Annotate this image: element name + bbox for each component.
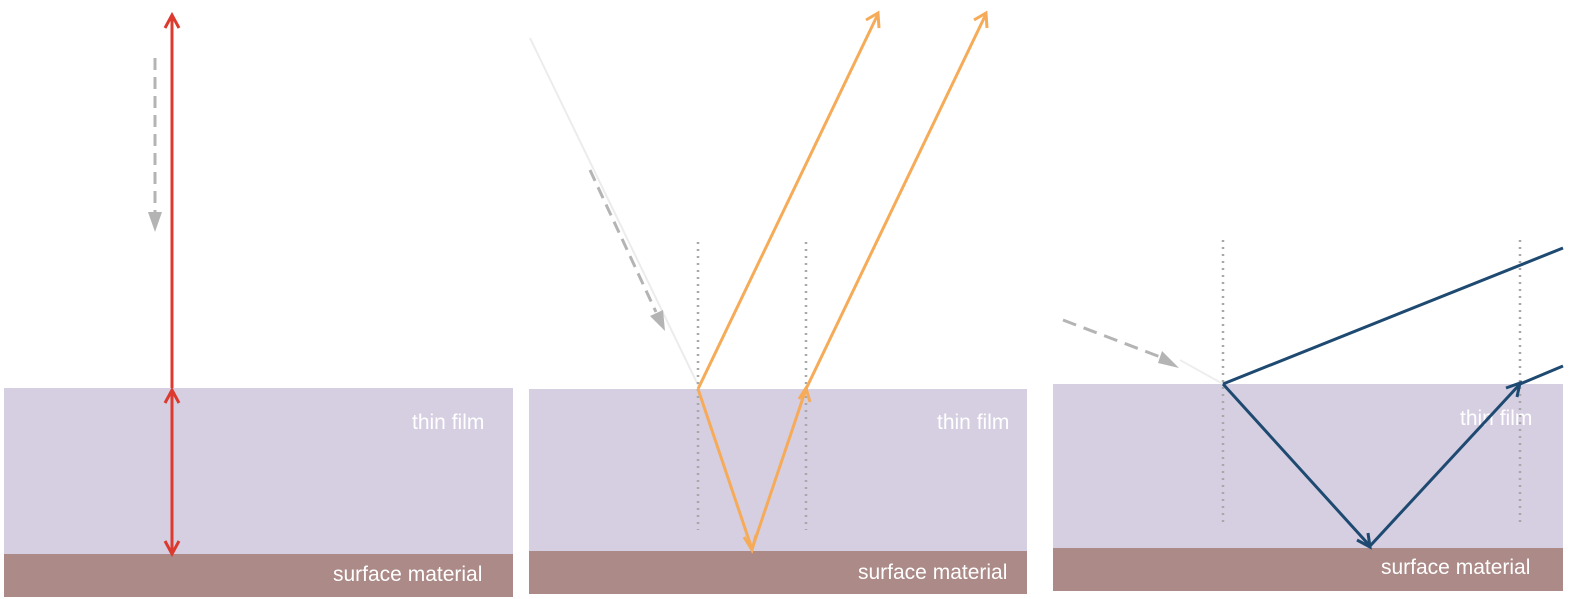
panel-grazing-incidence: thin film surface material <box>1050 0 1571 599</box>
surface-material-label: surface material <box>1381 556 1531 579</box>
surface-material-layer <box>529 551 1027 594</box>
panel-1-rays <box>148 11 181 558</box>
film-down-arrowhead <box>163 540 181 558</box>
film-up-arrowhead <box>1505 380 1523 398</box>
film-down-arrowhead <box>742 534 758 554</box>
film-ray <box>1221 382 1522 549</box>
reflected-arrowhead <box>163 11 181 29</box>
film-down-arrowhead <box>1356 532 1372 550</box>
thin-film-layer <box>1053 384 1563 548</box>
reflected-ray-2 <box>1519 364 1564 386</box>
thin-film-label: thin film <box>1460 407 1533 430</box>
panel-2-rays <box>529 10 989 554</box>
thin-film-label: thin film <box>937 411 1010 434</box>
reflected-ray-1 <box>1222 246 1564 386</box>
thin-film-label: thin film <box>412 411 485 434</box>
reflected-ray-1 <box>696 13 880 390</box>
thin-film-layer <box>4 388 513 554</box>
film-up-arrowhead <box>163 386 181 404</box>
surface-material-layer <box>1053 548 1563 591</box>
panel-3-rays <box>1062 240 1564 550</box>
panel-normal-incidence: thin film surface material <box>0 0 520 599</box>
surface-material-layer <box>4 554 513 597</box>
surface-material-label: surface material <box>858 561 1008 584</box>
incident-ray-faint <box>1179 359 1224 385</box>
incident-ray <box>1062 318 1164 360</box>
film-up-arrowhead <box>797 384 812 403</box>
film-ray <box>696 388 808 554</box>
reflected-ray-2 <box>804 13 988 390</box>
reflected-arrowhead-2 <box>973 10 989 29</box>
incident-ray <box>588 169 658 313</box>
incident-arrowhead <box>148 212 162 232</box>
surface-material-label: surface material <box>333 563 483 586</box>
panel-oblique-incidence: thin film surface material <box>525 0 1035 599</box>
incident-arrowhead <box>1158 351 1179 368</box>
reflected-arrowhead-1 <box>865 10 881 29</box>
incident-arrowhead <box>650 310 665 331</box>
incident-ray-faint <box>529 37 699 386</box>
